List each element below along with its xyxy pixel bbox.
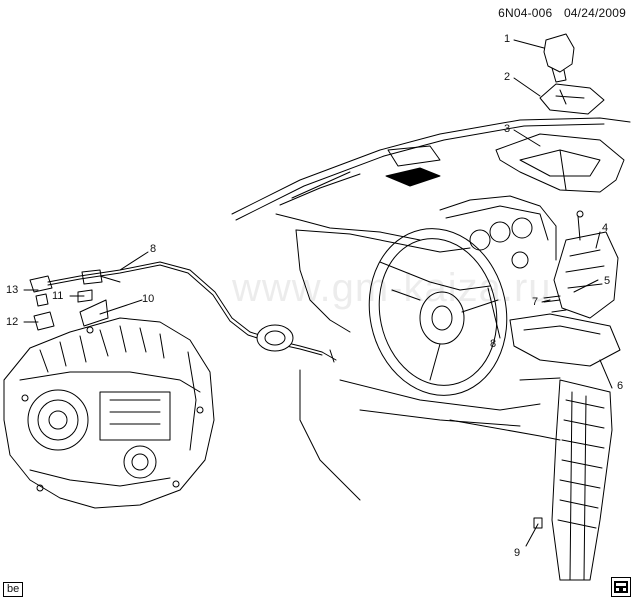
fasteners	[543, 295, 567, 313]
callout-10: 10	[142, 293, 155, 305]
shift-cable	[47, 261, 491, 363]
fastener-9	[533, 517, 543, 529]
callout-12: 12	[6, 316, 19, 328]
footer-tag: be	[3, 582, 24, 597]
vehicle-icon	[611, 577, 631, 597]
callout-13: 13	[6, 284, 19, 296]
diagram-code: 6N04-006	[498, 6, 553, 20]
shift-control-assembly	[553, 210, 619, 319]
console-bracket	[495, 133, 625, 193]
callout-9: 9	[514, 547, 521, 559]
shift-boot-trim	[539, 83, 605, 115]
steering-wheel	[368, 228, 508, 396]
callout-6: 6	[617, 380, 624, 392]
callout-8-second: 8	[490, 338, 497, 350]
callout-3: 3	[504, 123, 511, 135]
watermark: www.gm-kaiza.ru	[232, 266, 552, 310]
diagram-date: 04/24/2009	[563, 6, 626, 20]
callout-1: 1	[504, 33, 511, 45]
callout-2: 2	[504, 71, 511, 83]
cable-bracket-parts	[29, 269, 121, 331]
instrument-panel	[231, 117, 631, 501]
shift-knob	[543, 33, 575, 83]
leader-lines	[23, 39, 613, 547]
callout-8: 8	[150, 243, 157, 255]
lower-support-structure	[449, 377, 613, 581]
transmission-assembly	[3, 317, 215, 509]
callout-11: 11	[52, 290, 64, 302]
shift-control-bracket	[509, 313, 621, 367]
callout-7: 7	[532, 296, 539, 308]
callout-4: 4	[602, 222, 609, 234]
callout-5: 5	[604, 275, 611, 287]
diagram-header: 6N04-006 04/24/2009	[490, 6, 626, 20]
